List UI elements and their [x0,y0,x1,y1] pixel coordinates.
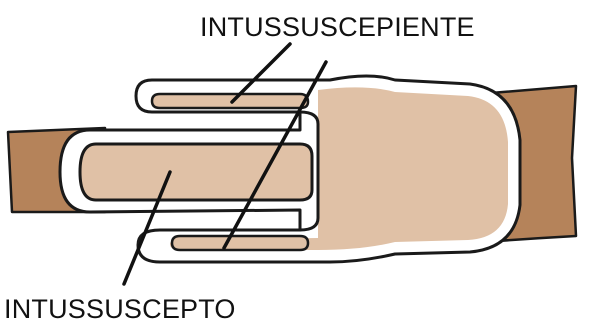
intussuscipiens-label: INTUSSUSCEPIENTE [200,14,475,41]
upper-fold [152,94,308,108]
intussusceptum-label: INTUSSUSCEPTO [4,296,236,323]
lower-fold [172,236,308,250]
